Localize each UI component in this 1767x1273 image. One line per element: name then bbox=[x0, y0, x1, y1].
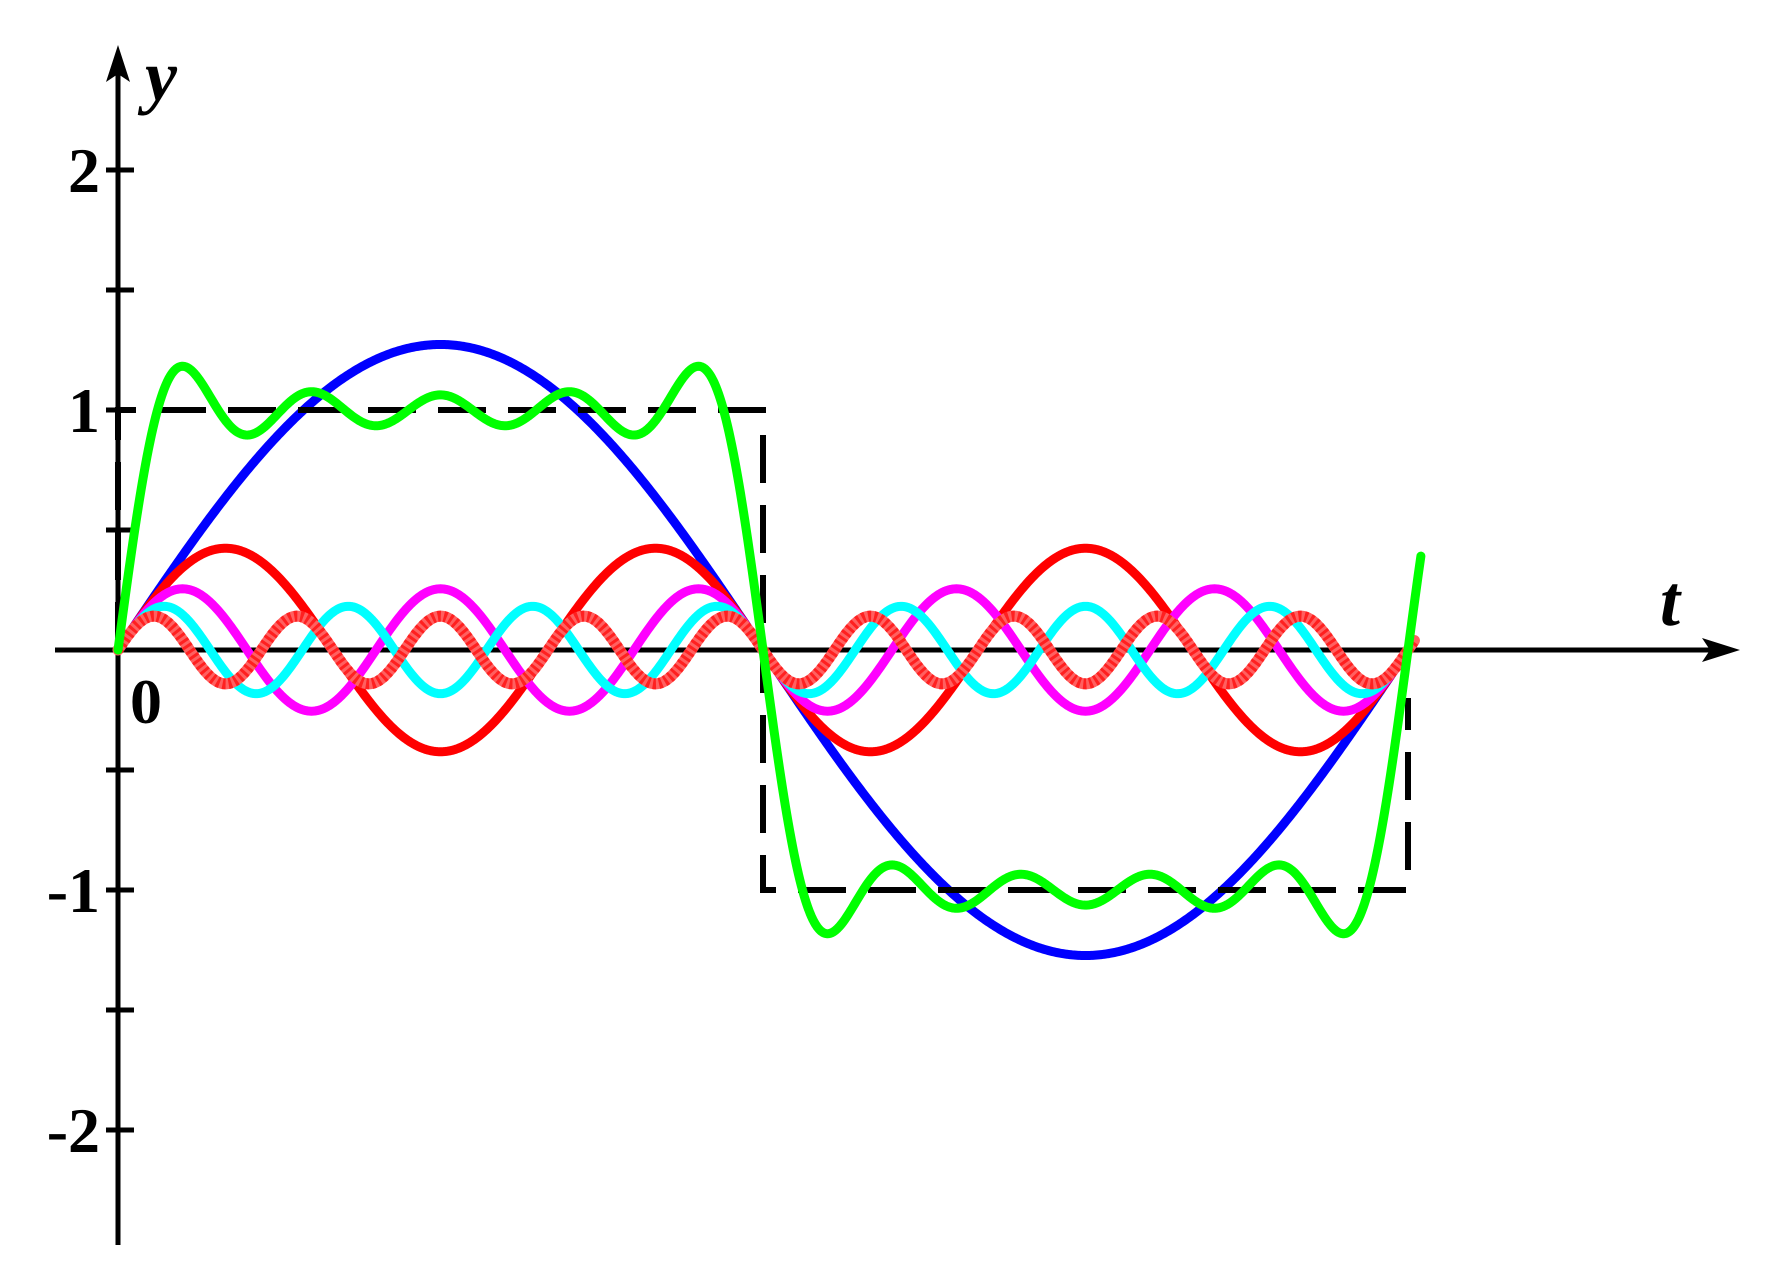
y-tick-label--2: -2 bbox=[47, 1095, 100, 1166]
y-tick-label-2: 2 bbox=[68, 135, 100, 206]
series bbox=[112, 339, 1426, 961]
x-axis-arrowhead bbox=[1702, 638, 1740, 662]
origin-label: 0 bbox=[130, 666, 162, 737]
partial-sum-curve bbox=[113, 361, 1426, 939]
x-axis-label: t bbox=[1660, 561, 1682, 641]
y-tick-label-1: 1 bbox=[68, 375, 100, 446]
y-axis-label: y bbox=[137, 36, 178, 116]
harmonic-9-curve bbox=[113, 610, 1419, 690]
y-ticks: 2 1 -1 -2 bbox=[47, 135, 134, 1166]
y-axis-arrowhead bbox=[106, 45, 130, 82]
y-tick-label--1: -1 bbox=[47, 855, 100, 926]
